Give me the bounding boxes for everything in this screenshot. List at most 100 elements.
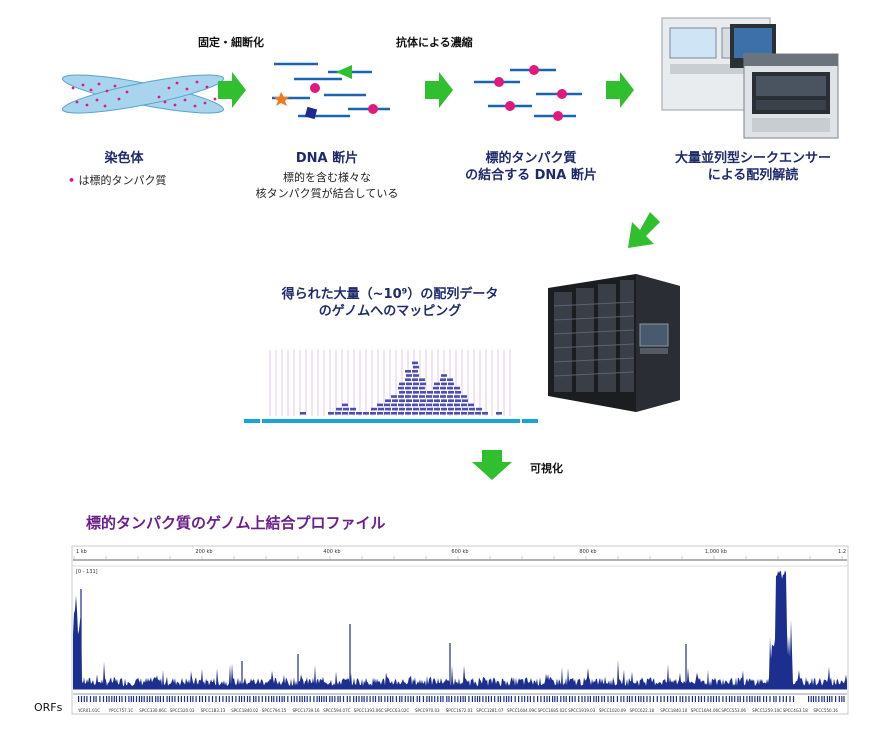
sequence-read	[412, 386, 418, 390]
orf-gene-mark	[323, 696, 325, 702]
chromosome-legend: • は標的タンパク質	[68, 172, 167, 188]
sequence-read	[413, 382, 419, 386]
orf-gene-mark	[503, 696, 505, 702]
orf-gene-mark	[130, 696, 132, 702]
orf-gene-mark	[253, 696, 255, 702]
orf-gene-mark	[454, 696, 456, 702]
orf-gene-mark	[281, 696, 283, 702]
orf-gene-mark	[552, 696, 554, 702]
sequence-read	[399, 399, 405, 402]
orf-gene-mark	[243, 696, 245, 702]
orf-gene-mark	[337, 696, 339, 702]
orf-gene-mark	[278, 696, 281, 702]
sequence-read	[392, 399, 398, 402]
orf-gene-mark	[631, 696, 633, 702]
sequence-read	[448, 382, 454, 386]
orf-gene-mark	[640, 696, 642, 702]
orf-gene-mark	[339, 696, 341, 702]
sequence-read	[440, 403, 446, 407]
sequence-read	[440, 395, 446, 398]
orf-gene-label: SPCC1739.16	[293, 708, 321, 713]
orf-gene-label: SPCC1259.10C	[752, 708, 782, 713]
sequence-read	[419, 403, 425, 407]
sequence-read	[434, 399, 440, 402]
orf-gene-label: SPCC1840.10	[660, 708, 688, 713]
orf-gene-mark	[601, 696, 603, 702]
orf-gene-mark	[490, 696, 492, 702]
orf-gene-mark	[482, 696, 484, 702]
orf-gene-mark	[782, 696, 784, 702]
chromosome-title: 染色体	[104, 151, 144, 166]
orf-gene-mark	[149, 696, 151, 702]
orf-gene-mark	[533, 696, 535, 702]
orf-gene-mark	[464, 696, 466, 702]
orf-gene-label: SPCC1840.02	[231, 708, 259, 713]
orf-gene-mark	[841, 696, 843, 702]
sequence-read	[412, 378, 418, 381]
sequence-read	[441, 374, 447, 377]
process-arrow-4	[628, 212, 660, 248]
sequence-read	[385, 399, 391, 402]
sequence-read	[350, 407, 356, 411]
orf-gene-mark	[321, 696, 323, 702]
orf-gene-mark	[656, 696, 658, 702]
orf-gene-mark	[208, 696, 210, 702]
orf-gene-mark	[810, 696, 812, 702]
orf-gene-mark	[556, 696, 558, 702]
sequence-read	[413, 374, 419, 377]
orf-gene-mark	[231, 696, 233, 702]
sequence-read	[420, 382, 426, 386]
sequence-read	[468, 403, 474, 407]
sequence-read	[448, 391, 454, 394]
orf-gene-mark	[372, 696, 374, 702]
track-scale-label: [0 - 131]	[76, 569, 98, 575]
orf-gene-mark	[355, 696, 357, 702]
orf-gene-mark	[565, 696, 567, 702]
orf-gene-mark	[325, 696, 327, 702]
orf-gene-mark	[728, 696, 731, 702]
orf-gene-mark	[331, 696, 333, 702]
orf-gene-mark	[638, 696, 640, 702]
orf-gene-label: SPCC794.15	[262, 708, 287, 713]
orf-gene-mark	[138, 696, 140, 702]
orf-gene-mark	[407, 696, 409, 702]
sequence-read	[300, 412, 306, 415]
orf-gene-mark	[688, 696, 690, 702]
orf-gene-mark	[815, 696, 817, 702]
orf-gene-mark	[273, 696, 275, 702]
sequence-read	[384, 412, 390, 415]
orf-gene-mark	[779, 696, 781, 702]
orf-gene-mark	[296, 696, 298, 702]
orf-gene-mark	[759, 696, 761, 702]
orf-gene-mark	[306, 696, 308, 702]
sequence-read	[461, 412, 467, 415]
sequence-read	[447, 403, 453, 407]
ruler-tick-label: 200 kb	[195, 549, 212, 555]
orf-gene-mark	[192, 696, 194, 702]
orf-gene-mark	[471, 696, 473, 702]
target-fragments-title-1: 標的タンパク質	[485, 151, 577, 166]
chromosome-legend-text: は標的タンパク質	[78, 174, 167, 187]
server-icon	[548, 274, 680, 412]
orf-gene-mark	[410, 696, 412, 702]
sequence-read	[434, 382, 440, 386]
sequence-read	[461, 395, 467, 398]
orf-gene-mark	[428, 696, 430, 702]
orf-gene-mark	[228, 696, 230, 702]
target-fragments-illustration	[474, 65, 582, 121]
orf-gene-label: SPCC622.18	[630, 708, 655, 713]
orf-gene-mark	[304, 696, 306, 702]
sequence-read	[469, 407, 475, 411]
orf-gene-mark	[672, 696, 674, 702]
sequence-read	[356, 412, 362, 415]
orf-gene-mark	[474, 696, 476, 702]
orf-gene-mark	[823, 696, 825, 702]
sequence-read	[468, 412, 474, 415]
orf-gene-mark	[667, 696, 669, 702]
orf-gene-mark	[265, 696, 267, 702]
orf-gene-mark	[146, 696, 148, 702]
orf-gene-mark	[731, 696, 733, 702]
orf-gene-mark	[80, 696, 83, 702]
orf-gene-mark	[78, 696, 80, 702]
